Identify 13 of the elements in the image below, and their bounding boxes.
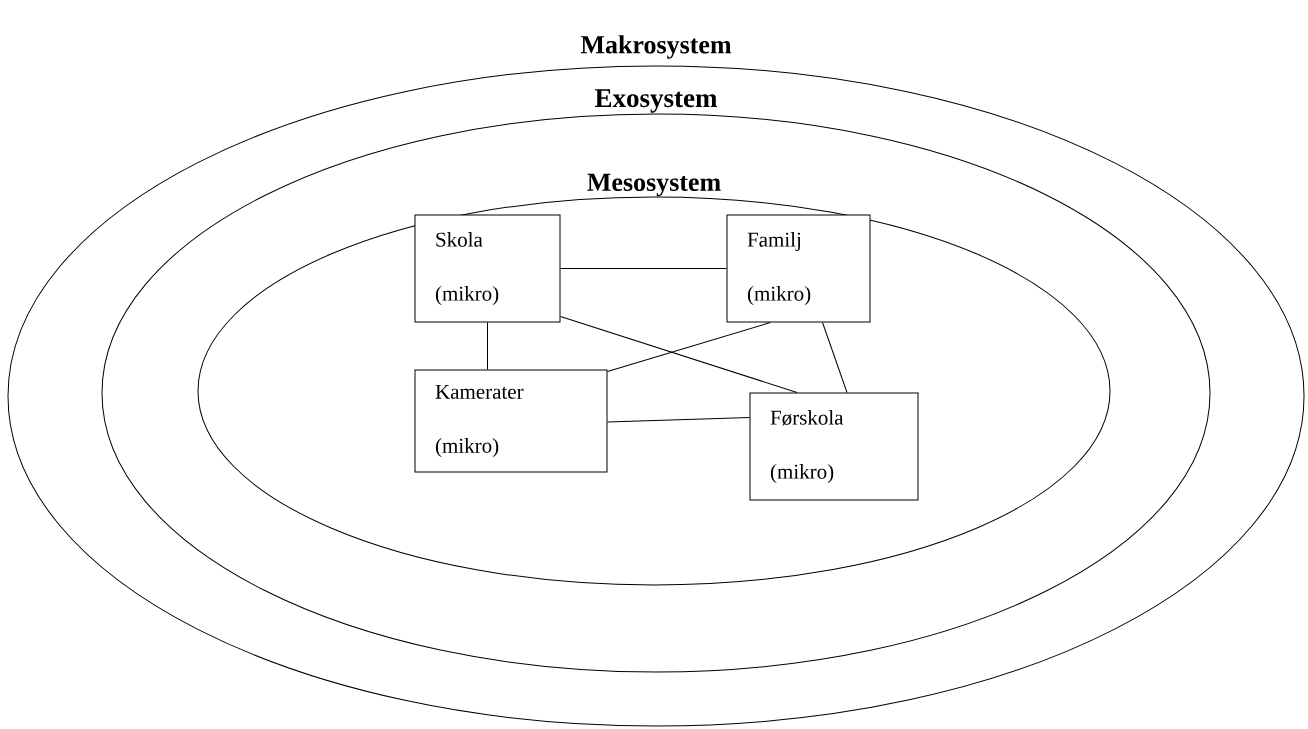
connector-line bbox=[560, 316, 798, 393]
connector-line bbox=[822, 322, 848, 393]
system-box: Skola (mikro) bbox=[414, 214, 561, 323]
system-box: Kamerater (mikro) bbox=[414, 369, 608, 473]
connector-line bbox=[607, 322, 771, 372]
system-box: Førskola (mikro) bbox=[749, 392, 919, 501]
connector-line bbox=[487, 322, 488, 370]
ellipse-heading: Exosystem bbox=[594, 89, 718, 113]
ellipse-heading: Makrosystem bbox=[580, 35, 732, 59]
system-box: Familj (mikro) bbox=[726, 214, 871, 323]
ellipse-heading: Mesosystem bbox=[587, 173, 721, 197]
connector-line bbox=[607, 417, 750, 423]
connector-line bbox=[560, 268, 727, 269]
